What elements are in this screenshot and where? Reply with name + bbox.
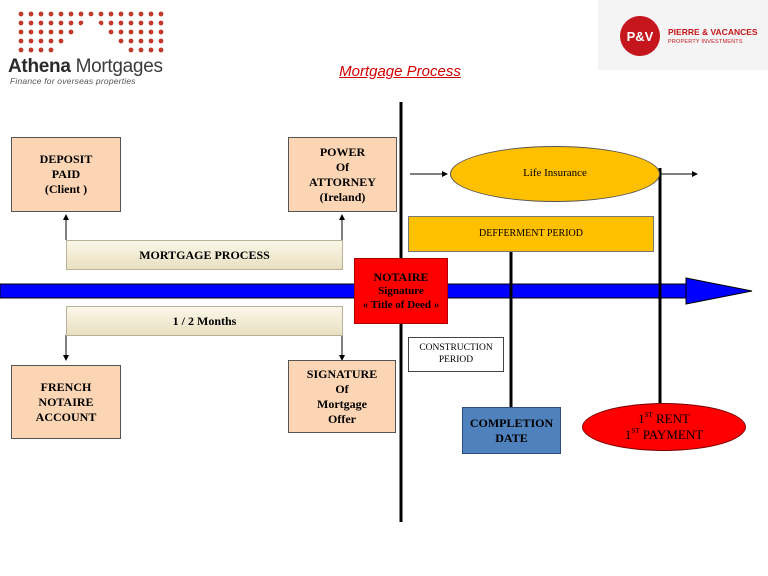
french-notaire-line-1: FRENCH (40, 379, 92, 394)
french-notaire-line-3: ACCOUNT (35, 409, 97, 424)
construction-period-box: CONSTRUCTION PERIOD (408, 337, 504, 372)
power-line-4: (Ireland) (319, 189, 366, 204)
power-line-1: POWER (319, 144, 366, 159)
completion-line-2: DATE (495, 430, 528, 445)
notaire-line-3: « Title of Deed » (362, 298, 440, 311)
completion-line-1: COMPLETION (469, 415, 554, 430)
deposit-line-1: DEPOSIT (39, 152, 93, 166)
signature-mortgage-offer-box: SIGNATURE Of Mortgage Offer (288, 360, 396, 433)
athena-dot-pattern-icon (18, 11, 164, 54)
deposit-line-2: PAID (51, 167, 81, 181)
notaire-signature-box: NOTAIRE Signature « Title of Deed » (354, 258, 448, 324)
signature-line-1: SIGNATURE (306, 366, 378, 381)
timeline-arrow (0, 277, 753, 305)
pv-monogram-icon: P&V (620, 16, 660, 56)
power-line-2: Of (335, 159, 350, 174)
first-rent-line: 1ST RENT (638, 410, 690, 426)
pv-company-subtitle: PROPERTY INVESTMENTS (668, 39, 743, 45)
page-title: Mortgage Process (339, 63, 461, 80)
french-notaire-line-2: NOTAIRE (38, 394, 94, 409)
deposit-line-3: (Client ) (44, 182, 88, 196)
construction-line-2: PERIOD (438, 354, 474, 365)
signature-line-3: Mortgage (317, 396, 367, 411)
notaire-line-2: Signature (378, 284, 424, 297)
athena-wordmark: Athena Mortgages (8, 56, 163, 77)
defferment-period-bar: DEFFERMENT PERIOD (408, 216, 654, 252)
french-notaire-account-box: FRENCH NOTAIRE ACCOUNT (11, 365, 121, 439)
completion-date-box: COMPLETION DATE (462, 407, 561, 454)
first-payment-line: 1ST PAYMENT (624, 427, 704, 442)
power-line-3: ATTORNEY (309, 174, 376, 189)
signature-line-2: Of (335, 381, 349, 396)
life-insurance-ellipse: Life Insurance (450, 146, 660, 202)
athena-tagline: Finance for overseas properties (10, 76, 136, 86)
construction-line-1: CONSTRUCTION (419, 342, 493, 353)
months-bar: 1 / 2 Months (66, 306, 343, 336)
power-of-attorney-box: POWER Of ATTORNEY (Ireland) (288, 137, 397, 212)
notaire-line-1: NOTAIRE (373, 269, 429, 284)
signature-line-4: Offer (328, 411, 356, 426)
pierre-vacances-logo: P&V PIERRE & VACANCES PROPERTY INVESTMEN… (598, 0, 768, 70)
first-rent-payment-ellipse: 1ST RENT 1ST PAYMENT (582, 403, 746, 451)
pv-company-name: PIERRE & VACANCES (668, 27, 758, 37)
athena-mortgages-logo: Athena Mortgages Finance for overseas pr… (8, 6, 168, 86)
mortgage-process-bar: MORTGAGE PROCESS (66, 240, 343, 270)
deposit-paid-box: DEPOSIT PAID (Client ) (11, 137, 121, 212)
